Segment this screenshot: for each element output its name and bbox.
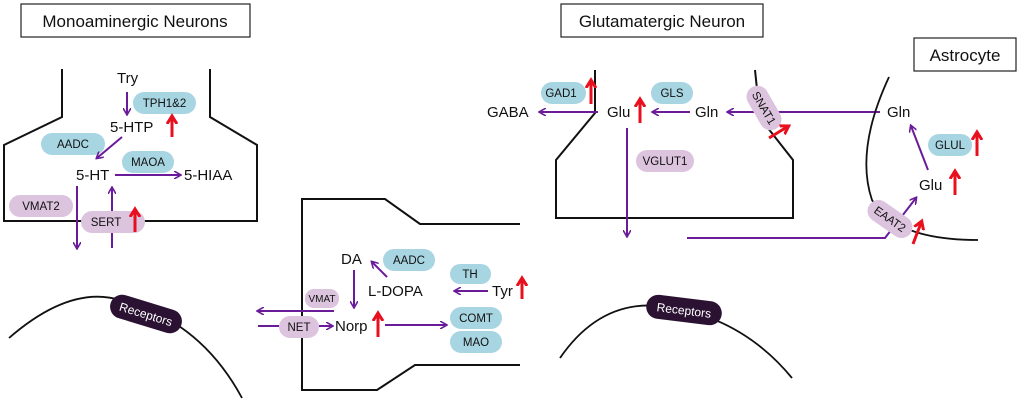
net-label: NET — [288, 322, 311, 334]
glul-label: GLUL — [935, 140, 966, 152]
da-label: DA — [341, 251, 362, 268]
th-label: TH — [462, 269, 477, 281]
title-astrocyte: Astrocyte — [913, 37, 1017, 72]
title-astrocyte-text: Astrocyte — [930, 46, 1001, 65]
aadc-label-sero: AADC — [57, 139, 89, 151]
try-label: Try — [117, 70, 139, 87]
net-transporter-pill — [279, 316, 319, 338]
comt-enzyme-pill — [450, 307, 502, 329]
htp-label: 5-HTP — [110, 119, 153, 136]
mao-enzyme-pill — [450, 331, 502, 353]
eaat2-transporter-pill: EAAT2 — [867, 199, 913, 239]
glutamate-uptake-arrow — [687, 198, 916, 239]
ht-label: 5-HT — [76, 167, 109, 184]
eaat2-up-arrow — [911, 223, 921, 245]
snat1-up-arrow — [768, 127, 787, 140]
snat1-transporter-pill: SNAT1 — [746, 85, 782, 131]
htp-to-ht-arrow — [97, 136, 123, 158]
aadc-label-nor: AADC — [393, 255, 425, 267]
gls-label: GLS — [660, 88, 683, 100]
glu-to-gln-arrow — [911, 126, 929, 171]
receptors-badge-left: Receptors — [110, 294, 182, 334]
aadc-enzyme-pill-nor — [383, 249, 435, 271]
title-glutamatergic: Glutamatergic Neuron — [560, 3, 764, 38]
sert-label: SERT — [91, 217, 121, 229]
noradrenergic-neuron-membrane — [301, 198, 520, 391]
gln-label-neuron: Gln — [695, 104, 718, 121]
ldopa-to-da-arrow — [372, 262, 388, 278]
title-monoaminergic: Monoaminergic Neurons — [20, 3, 251, 38]
th-enzyme-pill — [450, 264, 491, 284]
vglut1-transporter-pill — [636, 150, 694, 172]
title-monoaminergic-text: Monoaminergic Neurons — [42, 12, 227, 31]
gls-enzyme-pill — [651, 82, 693, 104]
gad1-enzyme-pill — [541, 82, 586, 104]
aadc-enzyme-pill-sero — [41, 133, 105, 155]
mao-label: MAO — [463, 337, 489, 349]
glu-label-astro: Glu — [919, 177, 942, 194]
vmat-label: VMAT — [308, 294, 335, 305]
hiaa-label: 5-HIAA — [184, 167, 232, 184]
glul-enzyme-pill — [928, 134, 972, 156]
ldopa-label: L-DOPA — [368, 283, 423, 300]
gln-label-astro: Gln — [887, 104, 910, 121]
tph-enzyme-pill — [133, 92, 196, 114]
norp-label: Norp — [335, 318, 368, 335]
gaba-label: GABA — [487, 104, 529, 121]
tph-label: TPH1&2 — [143, 98, 186, 110]
vmat2-transporter-pill — [9, 195, 73, 217]
tyr-label: Tyr — [492, 283, 513, 300]
receptors-badge-right: Receptors — [646, 294, 722, 326]
maoa-enzyme-pill — [122, 151, 174, 173]
maoa-label: MAOA — [131, 157, 165, 169]
comt-label: COMT — [459, 313, 493, 325]
vmat2-label: VMAT2 — [22, 201, 60, 213]
gad1-label: GAD1 — [545, 88, 576, 100]
title-glutamatergic-text: Glutamatergic Neuron — [579, 12, 745, 31]
astrocyte-membrane — [865, 76, 979, 241]
vglut1-label: VGLUT1 — [643, 156, 688, 168]
glu-label-neuron: Glu — [607, 104, 630, 121]
vmat-transporter-pill — [305, 289, 339, 308]
receptors-label-right: Receptors — [656, 300, 712, 321]
